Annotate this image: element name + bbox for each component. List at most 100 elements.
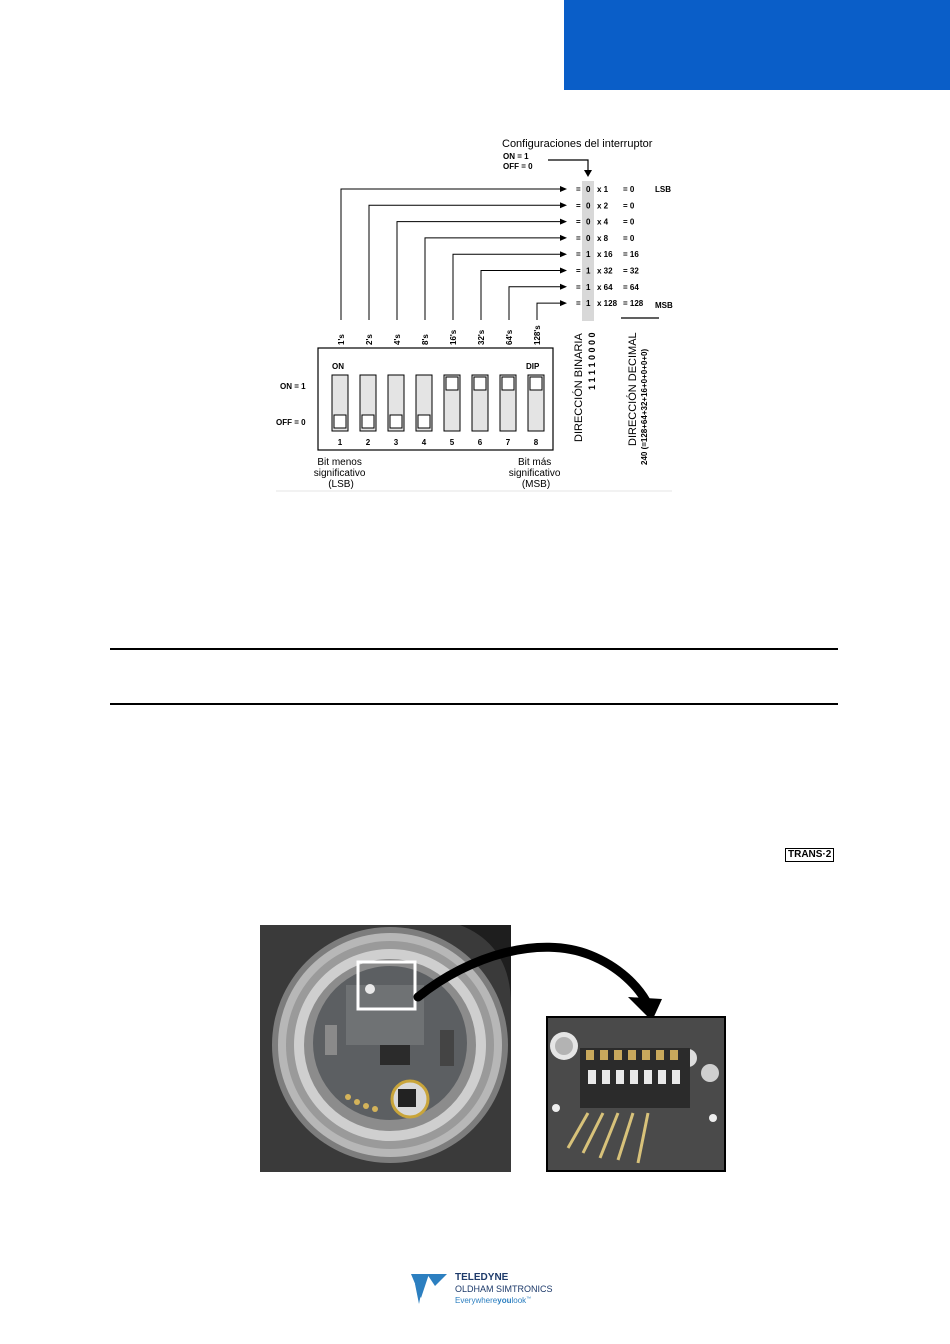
dip-housing	[317, 347, 554, 451]
row-equals: =	[576, 250, 581, 259]
row-equals: =	[576, 283, 581, 292]
header-color-block	[564, 0, 950, 90]
title-pointer-arrowhead	[584, 170, 592, 177]
tagline-part-b: you	[497, 1296, 511, 1305]
dip-switch-knob	[529, 376, 543, 391]
sensor-board-photo	[260, 925, 511, 1172]
row-result: = 0	[623, 201, 635, 210]
weight-label: 64's	[505, 329, 514, 345]
row-on-label: ON = 1	[280, 382, 306, 391]
switch-number: 5	[450, 438, 455, 447]
bit-arrowhead	[560, 218, 567, 225]
teledyne-logo-mark: TELEDYNE OLDHAM SIMTRONICS Everywhereyou…	[411, 1272, 553, 1305]
dip-label: DIP	[526, 362, 540, 371]
lsb-caption-line1: Bit menos	[317, 457, 361, 468]
teledyne-logo: TELEDYNE OLDHAM SIMTRONICS Everywhereyou…	[407, 1268, 567, 1308]
lsb-caption-line3: (LSB)	[328, 479, 354, 490]
bit-arrow-line	[536, 302, 560, 320]
row-bit-value: 0	[586, 218, 591, 227]
bit-arrowhead	[560, 267, 567, 274]
row-tag: MSB	[655, 301, 673, 310]
dip-switch-knob	[389, 414, 403, 429]
row-multiplier: x 1	[597, 185, 609, 194]
switch-number: 7	[506, 438, 511, 447]
bit-arrow-line	[368, 204, 560, 320]
bit-arrowhead	[560, 186, 567, 192]
switch-number: 8	[534, 438, 539, 447]
weight-label: 16's	[449, 329, 458, 345]
bit-arrow-line	[480, 270, 560, 320]
dip-switch-knob	[361, 414, 375, 429]
logo-brand: TELEDYNE	[455, 1272, 509, 1283]
row-result: = 0	[623, 185, 635, 194]
row-bit-value: 1	[586, 250, 591, 259]
bit-arrow-line	[452, 253, 560, 320]
zoom-pointer-arrow	[413, 942, 662, 1021]
row-tag: LSB	[655, 185, 671, 194]
table-top-rule	[110, 648, 838, 650]
table-bottom-rule	[110, 703, 838, 705]
weight-label: 8's	[421, 334, 430, 345]
tagline-part-a: Everywhere	[455, 1296, 498, 1305]
bit-arrowhead	[560, 283, 567, 290]
diagram-off-equation: OFF = 0	[503, 162, 533, 171]
switch-number: 6	[478, 438, 483, 447]
switch-number: 2	[366, 438, 371, 447]
row-bit-value: 1	[586, 299, 591, 308]
row-multiplier: x 32	[597, 267, 613, 276]
closeup-illustration	[548, 1018, 724, 1170]
row-multiplier: x 64	[597, 283, 613, 292]
dip-switch-knob	[445, 376, 459, 391]
row-result: = 0	[623, 218, 635, 227]
dip-switch-knob	[333, 414, 347, 429]
weight-label: 1's	[337, 334, 346, 345]
dip-switch-closeup-photo	[546, 1016, 726, 1172]
row-result: = 16	[623, 250, 639, 259]
trans2-badge: TRANS·2	[785, 848, 835, 862]
row-result: = 128	[623, 299, 644, 308]
msb-caption: Bit más significativo (MSB)	[509, 457, 563, 490]
tagline-part-c: look	[511, 1296, 527, 1305]
row-bit-value: 0	[586, 234, 591, 243]
row-equals: =	[576, 299, 581, 308]
diagram-title: Configuraciones del interruptor	[502, 138, 653, 150]
row-result: = 0	[623, 234, 635, 243]
weight-label: 2's	[365, 334, 374, 345]
row-equals: =	[576, 185, 581, 194]
row-result: = 32	[623, 267, 639, 276]
sensor-board-illustration	[260, 925, 511, 1172]
logo-tagline: Everywhereyoulook™	[455, 1296, 531, 1305]
msb-caption-line1: Bit más	[518, 457, 551, 468]
msb-caption-line3: (MSB)	[522, 479, 550, 490]
row-multiplier: x 16	[597, 250, 613, 259]
dip-switch-knob	[501, 376, 515, 391]
title-pointer-arrow	[548, 159, 589, 170]
decimal-address-value: 240 (=128+64+32+16+0+0+0+0)	[640, 349, 649, 465]
row-bit-value: 1	[586, 267, 591, 276]
binary-address-label: DIRECCIÓN BINARIA	[572, 333, 585, 442]
bit-arrow-line	[396, 221, 560, 320]
bit-arrowhead	[560, 202, 567, 209]
switch-number: 1	[338, 438, 343, 447]
logo-subbrand: OLDHAM SIMTRONICS	[455, 1284, 553, 1294]
row-multiplier: x 2	[597, 201, 609, 210]
row-multiplier: x 128	[597, 299, 618, 308]
dip-switch-knob	[473, 376, 487, 391]
bit-arrows	[340, 186, 567, 320]
switch-number: 3	[394, 438, 399, 447]
bit-arrowhead	[560, 234, 567, 241]
bit-arrowhead	[560, 300, 567, 307]
diagram-on-equation: ON = 1	[503, 152, 529, 161]
msb-caption-line2: significativo	[509, 468, 561, 479]
row-bit-value: 0	[586, 201, 591, 210]
bit-arrow-line	[340, 188, 560, 320]
bit-arrow-line	[424, 237, 560, 320]
dip-on-label: ON	[332, 362, 344, 371]
row-multiplier: x 4	[597, 218, 609, 227]
row-equals: =	[576, 218, 581, 227]
row-off-label: OFF = 0	[276, 418, 306, 427]
weight-label: 32's	[477, 329, 486, 345]
